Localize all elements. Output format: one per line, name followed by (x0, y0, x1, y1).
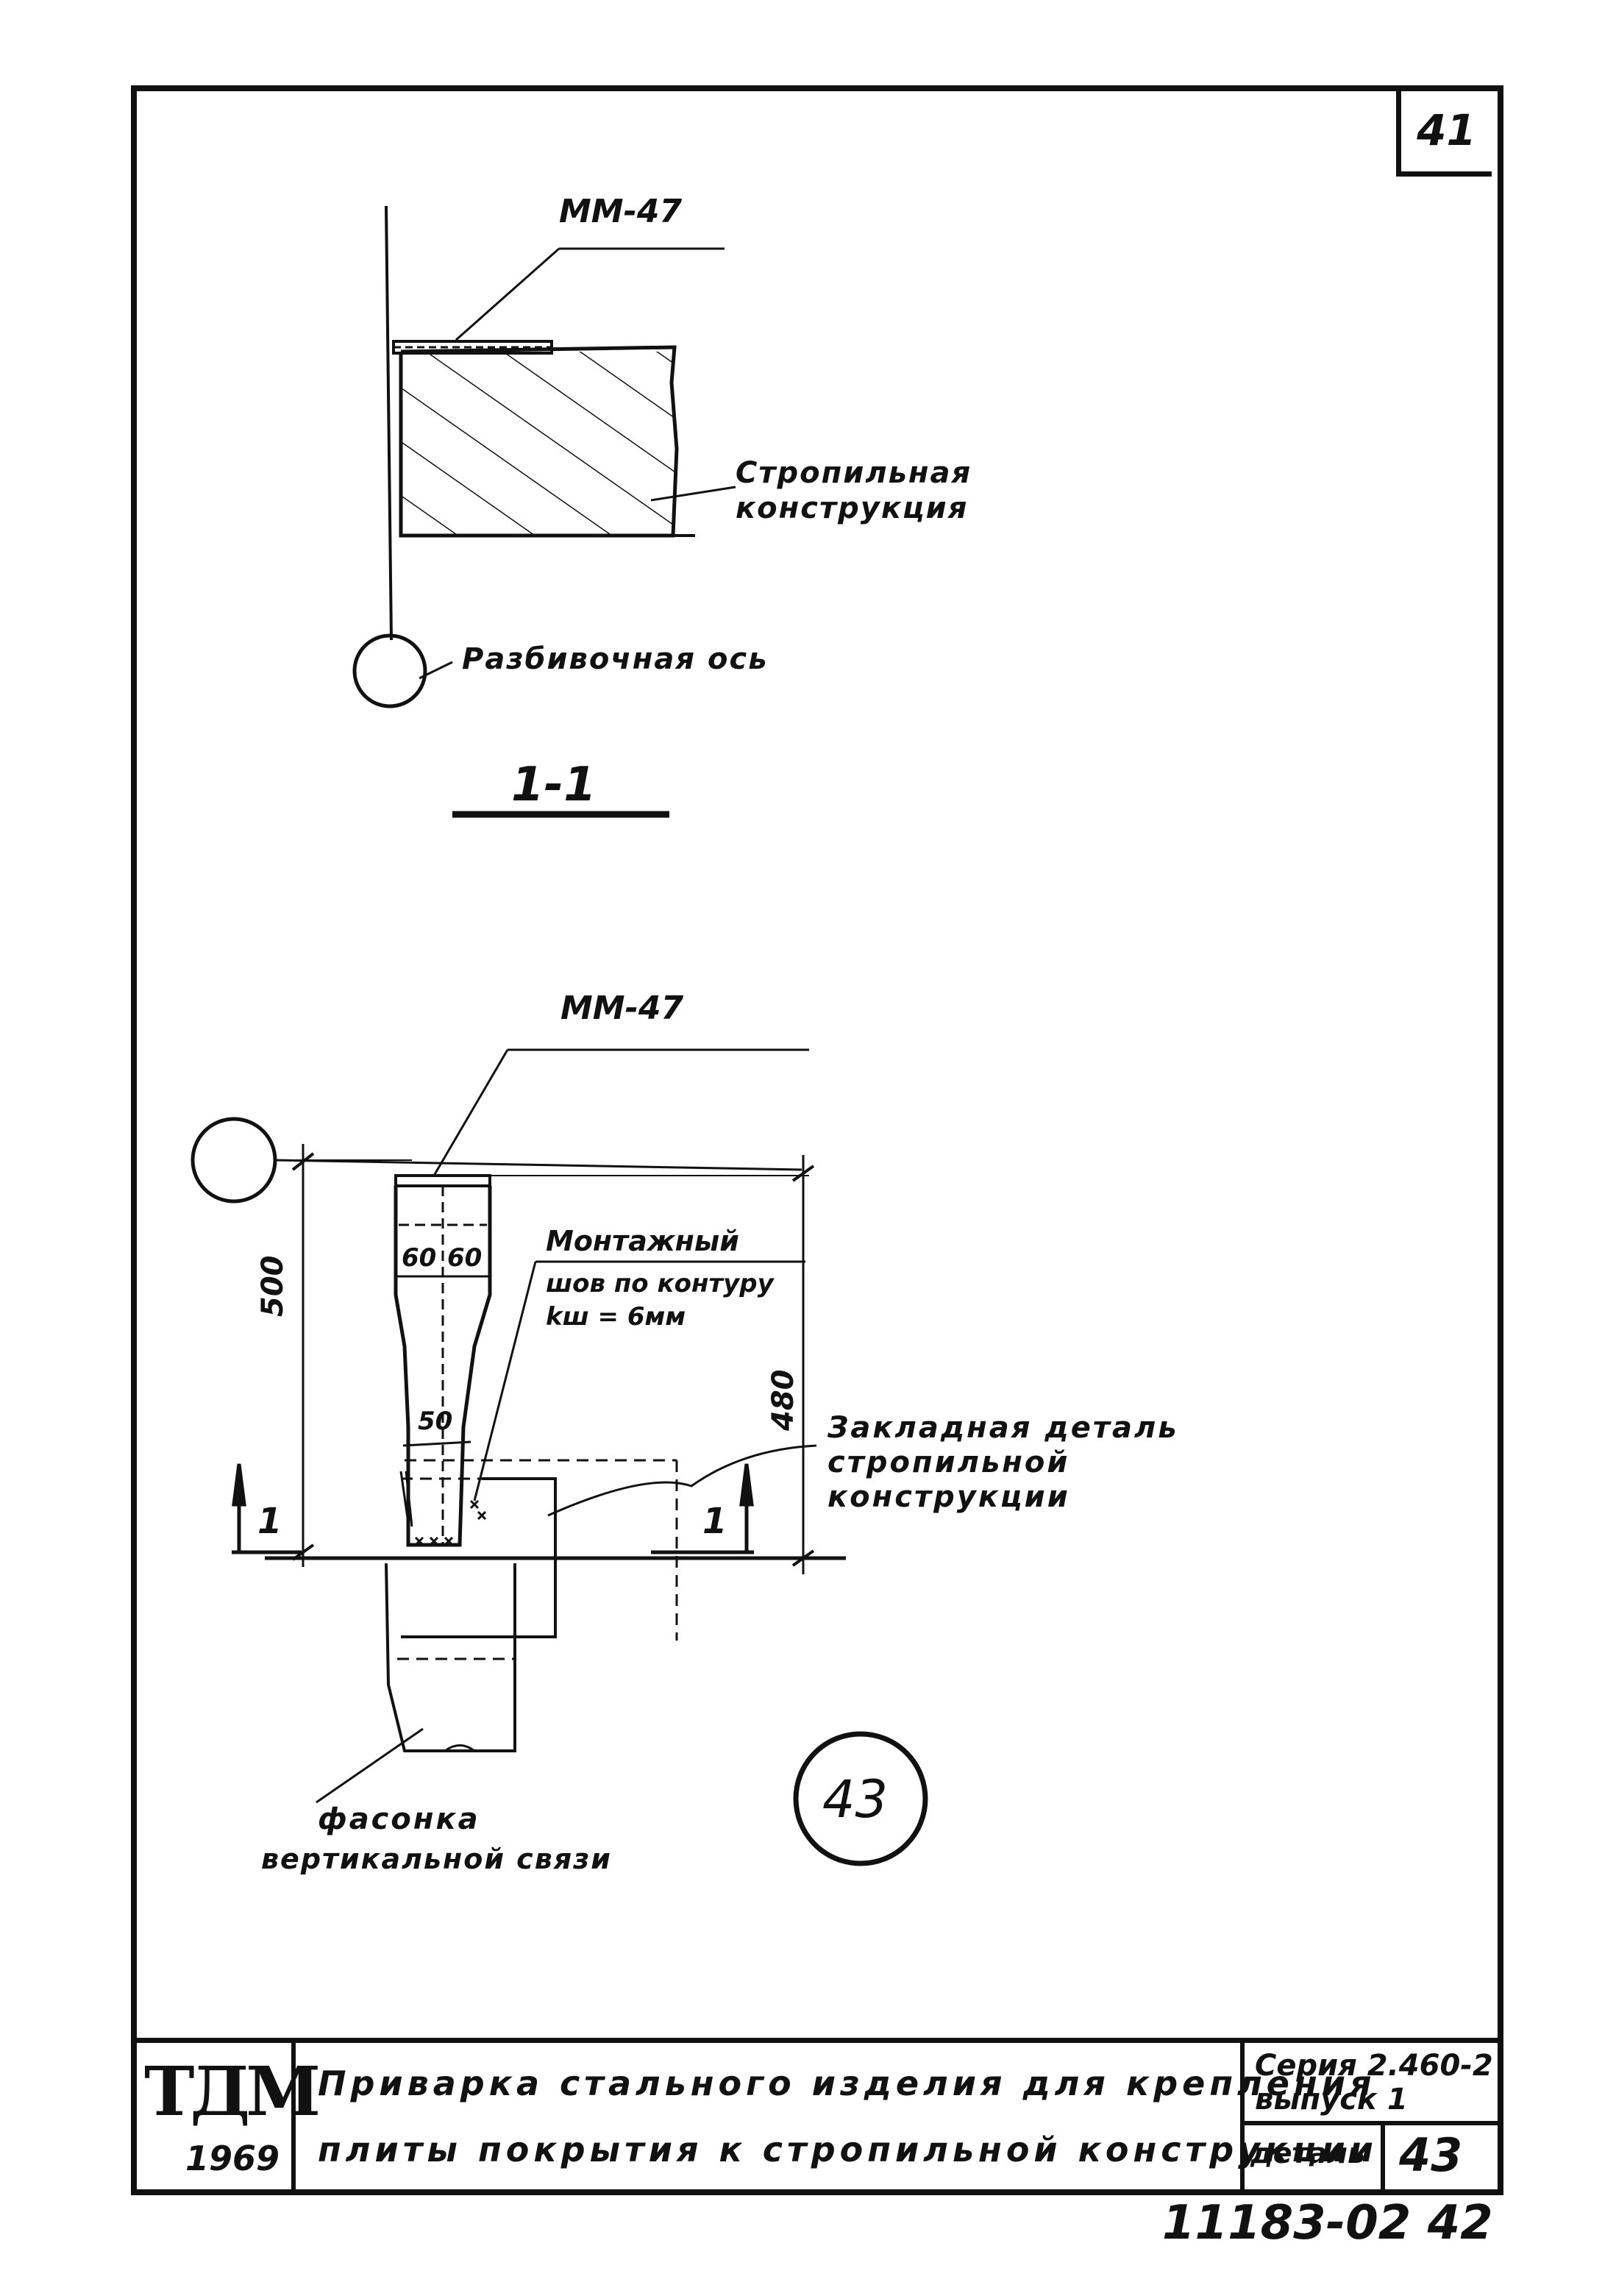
rafter-structure-hatched (401, 352, 674, 536)
mm47-plate-cap (394, 1174, 491, 1187)
weld-marks (399, 1471, 487, 1546)
series-line1: Серия 2.460-2 (1255, 2049, 1493, 2083)
structure-label-line1: Стропильная (736, 456, 972, 490)
detail-divider (1381, 2121, 1385, 2192)
detail-number-in-circle: 43 (822, 1769, 889, 1830)
axis-leader (419, 661, 453, 680)
title-block-year: 1969 (185, 2139, 280, 2178)
weld-leader (473, 1261, 537, 1501)
organization-logo: ТДМ (144, 2052, 321, 2131)
tapered-plate-outline (394, 1186, 492, 1547)
dim-480-label: 480 (766, 1369, 800, 1432)
document-number: 11183-02 42 (1162, 2196, 1493, 2250)
mm47-leader-top (455, 247, 560, 341)
gusset-leader (316, 1727, 424, 1804)
title-block-series-cell: Серия 2.460-2 выпуск 1 деталь 43 (1245, 2043, 1501, 2192)
series-info: Серия 2.460-2 выпуск 1 (1255, 2049, 1493, 2116)
detail-label: деталь (1250, 2137, 1365, 2169)
dim-60-right: 60 (447, 1243, 483, 1273)
embedded-label-line1: Закладная деталь (827, 1411, 1179, 1445)
dim-50-label: 50 (418, 1407, 453, 1436)
sheet-frame (131, 85, 1503, 2195)
drawing-title-line2: плиты покрытия к стропильной конструкции (318, 2130, 1378, 2169)
axis-bubble-bottom (191, 1117, 277, 1204)
axis-bubble-top (352, 633, 427, 708)
detail-number-circle (793, 1731, 928, 1866)
structure-label-line2: конструкция (736, 491, 969, 525)
series-line2: выпуск 1 (1255, 2083, 1408, 2116)
structure-leader (650, 486, 736, 502)
detail-number: 43 (1399, 2128, 1463, 2182)
mm47-label-top: ММ-47 (559, 193, 683, 230)
gusset-plate-outline (385, 1563, 516, 1752)
gusset-label-line2: вертикальной связи (261, 1843, 612, 1875)
sheet-number: 41 (1396, 88, 1492, 177)
cut-mark-left-label: 1 (257, 1501, 282, 1542)
axis-line-vertical (385, 205, 393, 641)
gusset-label-line1: фасонка (318, 1802, 480, 1836)
dim-50-line (402, 1440, 471, 1447)
title-block-title-cell: Приварка стального изделия для крепления… (296, 2043, 1373, 2192)
axis-extension-line (275, 1159, 802, 1171)
title-block: ТДМ 1969 Приварка стального изделия для … (134, 2038, 1501, 2192)
cut-mark-left (232, 1463, 302, 1554)
mm47-leader-bottom (433, 1049, 509, 1176)
weld-line3: kш = 6мм (546, 1302, 686, 1332)
title-block-logo-cell: ТДМ 1969 (134, 2043, 321, 2192)
dim-500-label: 500 (256, 1255, 290, 1318)
section-title: 1-1 (511, 758, 597, 812)
mm47-label-bottom: ММ-47 (560, 989, 684, 1027)
cut-mark-right (651, 1463, 754, 1554)
dim-60-left: 60 (402, 1243, 437, 1273)
drawing-title-line1: Приварка стального изделия для крепления (318, 2064, 1376, 2103)
series-divider (1245, 2121, 1501, 2125)
weld-title: Монтажный (546, 1225, 739, 1257)
embedded-leader (547, 1444, 817, 1517)
embedded-label-line2: стропильной (827, 1446, 1070, 1479)
embedded-label-line3: конструкции (827, 1480, 1070, 1514)
axis-label: Разбивочная ось (462, 642, 769, 676)
weld-line2: шов по контуру (546, 1269, 774, 1298)
cut-mark-right-label: 1 (702, 1501, 727, 1542)
